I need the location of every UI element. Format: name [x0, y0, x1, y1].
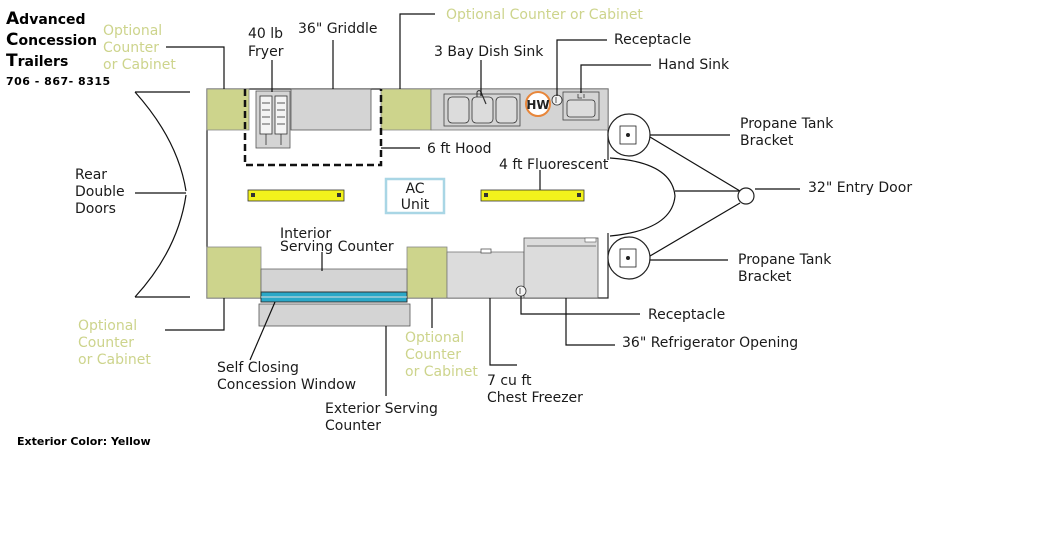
- brand-initial-t: T: [6, 51, 18, 71]
- entry-door-label: 32" Entry Door: [808, 180, 912, 196]
- receptacle-top-label: Receptacle: [614, 32, 691, 48]
- propane-top-label-2: Bracket: [740, 133, 794, 149]
- exterior-color-note: Exterior Color: Yellow: [17, 435, 151, 448]
- fridge-opening-label: 36" Refrigerator Opening: [622, 335, 798, 351]
- optional-bottom-mid-3: or Cabinet: [405, 364, 478, 380]
- fryer-basket-right: [274, 95, 288, 135]
- ac-unit-label-1: AC: [405, 181, 424, 197]
- optional-top-right-label: Optional Counter or Cabinet: [446, 7, 643, 23]
- ac-unit: [384, 177, 446, 215]
- hood-outline: [243, 89, 383, 167]
- optional-bottom-left-1: Optional: [78, 318, 137, 334]
- interior-counter-label-2: Serving Counter: [280, 239, 394, 255]
- exterior-counter-label-1: Exterior Serving: [325, 401, 438, 417]
- optional-bottom-left-3: or Cabinet: [78, 352, 151, 368]
- freezer-label-2: Chest Freezer: [487, 390, 583, 406]
- brand-word-2: oncession: [18, 33, 97, 49]
- hood-label: 6 ft Hood: [427, 141, 492, 157]
- optional-cabinet-bottom-left: [206, 246, 262, 299]
- refrigerator: [523, 237, 599, 299]
- window-label-1: Self Closing: [217, 360, 299, 376]
- dish-sink-label: 3 Bay Dish Sink: [434, 44, 544, 60]
- hot-water-label: HW: [526, 98, 549, 112]
- receptacle-bottom-label: Receptacle: [648, 307, 725, 323]
- fryer-basket-left: [259, 95, 273, 135]
- optional-top-left-1: Optional: [103, 23, 162, 39]
- exterior-counter-label-2: Counter: [325, 418, 381, 434]
- rear-doors-label-1: Rear: [75, 167, 107, 183]
- rear-doors-label-2: Double: [75, 184, 125, 200]
- interior-serving-counter: [260, 268, 408, 293]
- brand-word-1: dvanced: [19, 12, 86, 28]
- outlet-icon: [551, 94, 563, 106]
- phone-number: 706 - 867- 8315: [6, 75, 111, 88]
- fluorescent-light-left: [247, 189, 345, 202]
- entry-door-swing: [606, 136, 755, 257]
- fluorescent-label: 4 ft Fluorescent: [499, 157, 609, 173]
- outlet-icon: [515, 285, 527, 297]
- optional-top-left-3: or Cabinet: [103, 57, 176, 73]
- exterior-serving-counter: [258, 303, 411, 327]
- brand-initial-c: C: [6, 30, 19, 50]
- optional-cabinet-bottom-mid: [406, 246, 448, 299]
- optional-cabinet-top-left: [206, 88, 250, 131]
- fryer-label-1: 40 lb: [248, 26, 283, 42]
- company-name: Advanced Concession Trailers: [6, 9, 97, 72]
- brand-initial-a: A: [6, 9, 20, 29]
- optional-bottom-left-2: Counter: [78, 335, 134, 351]
- rear-doors-label-3: Doors: [75, 201, 116, 217]
- door-swing-icon: [134, 91, 190, 298]
- window-label-2: Concession Window: [217, 377, 356, 393]
- leader-lines: [135, 13, 800, 396]
- griddle-label: 36" Griddle: [298, 21, 377, 37]
- interior-counter-label-1: Interior: [280, 226, 331, 242]
- hot-water-heater-icon: [525, 91, 551, 117]
- optional-bottom-mid-1: Optional: [405, 330, 464, 346]
- chest-freezer: [446, 251, 525, 299]
- optional-cabinet-top-right: [380, 88, 432, 131]
- propane-top-label-1: Propane Tank: [740, 116, 834, 132]
- ac-unit-label-2: Unit: [401, 197, 430, 213]
- fryer-label-2: Fryer: [248, 44, 284, 60]
- freezer-label-1: 7 cu ft: [487, 373, 532, 389]
- propane-bottom-label-2: Bracket: [738, 269, 792, 285]
- fluorescent-light-right: [480, 189, 585, 202]
- hand-sink-label: Hand Sink: [658, 57, 730, 73]
- optional-bottom-mid-2: Counter: [405, 347, 461, 363]
- optional-top-left-2: Counter: [103, 40, 159, 56]
- brand-word-3: railers: [17, 54, 69, 70]
- propane-bottom-label-1: Propane Tank: [738, 252, 832, 268]
- griddle: [290, 88, 372, 131]
